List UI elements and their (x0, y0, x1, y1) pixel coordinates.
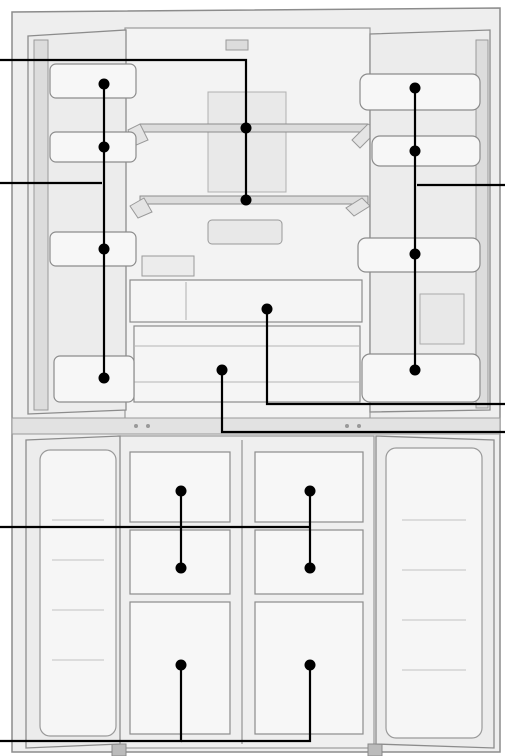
callout-dot (175, 659, 187, 671)
callout-dot (175, 562, 187, 574)
callout-dot (409, 248, 421, 260)
callout-dot (175, 485, 187, 497)
callout-dot (409, 145, 421, 157)
callout-dot (304, 562, 316, 574)
callout-line-lower-drawer (220, 370, 505, 434)
left-fridge-door (27, 29, 137, 415)
left-freezer-door (25, 435, 121, 749)
callout-dot (98, 78, 110, 90)
callout-line-fridge-shelves (0, 58, 248, 200)
callout-dot (240, 194, 252, 206)
callout-line-upper-drawer (265, 309, 505, 406)
callout-dot (261, 303, 273, 315)
right-fridge-door (357, 29, 491, 413)
callout-dot (304, 485, 316, 497)
callout-dot (409, 364, 421, 376)
callout-dot (216, 364, 228, 376)
fridge-drawers (129, 279, 363, 403)
callout-dot (98, 141, 110, 153)
callout-dot (409, 82, 421, 94)
callout-line-freezer-lower-right (181, 665, 312, 743)
callout-lines (0, 58, 505, 743)
callout-dot (98, 372, 110, 384)
callout-dot (240, 122, 252, 134)
callout-dots (98, 78, 421, 671)
callout-dot (98, 243, 110, 255)
callout-dot (304, 659, 316, 671)
right-freezer-door (375, 435, 495, 749)
